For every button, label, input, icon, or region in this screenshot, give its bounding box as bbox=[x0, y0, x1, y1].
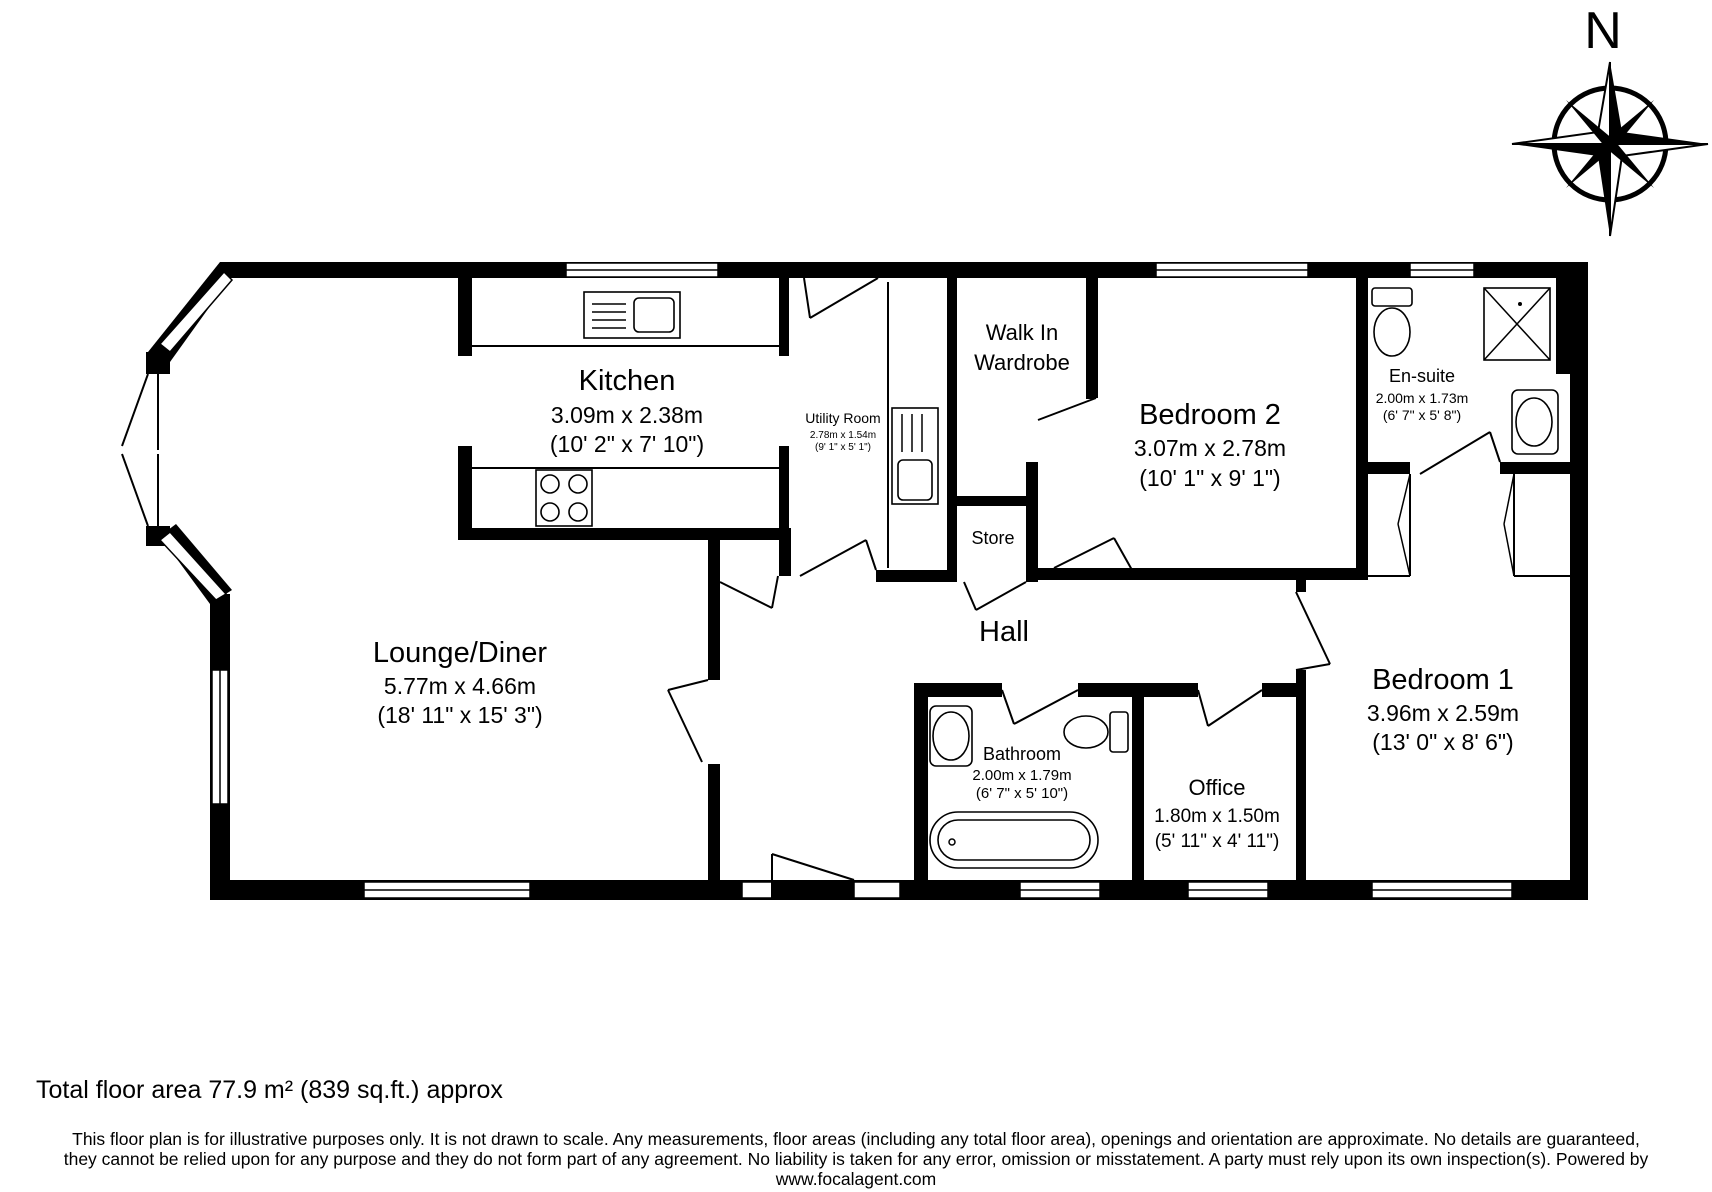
ensuite-toilet-icon bbox=[1371, 287, 1413, 357]
bathroom-name: Bathroom bbox=[983, 744, 1061, 764]
bedroom1-label: Bedroom 1 3.96m x 2.59m (13' 0" x 8' 6") bbox=[1367, 664, 1519, 755]
bathroom-basin-icon bbox=[929, 705, 973, 767]
disclaimer-line-1: This floor plan is for illustrative purp… bbox=[72, 1129, 1640, 1149]
utility-metric: 2.78m x 1.54m bbox=[810, 430, 876, 441]
compass-north-label: N bbox=[1584, 2, 1622, 60]
kitchen-imperial: (10' 2" x 7' 10") bbox=[550, 431, 704, 457]
bedroom2-label: Bedroom 2 3.07m x 2.78m (10' 1" x 9' 1") bbox=[1134, 399, 1286, 491]
lounge-metric: 5.77m x 4.66m bbox=[384, 673, 536, 699]
utility-imperial: (9' 1" x 5' 1") bbox=[815, 442, 871, 453]
utility-label: Utility Room 2.78m x 1.54m (9' 1" x 5' 1… bbox=[805, 410, 880, 453]
kitchen-sink-icon bbox=[583, 291, 681, 339]
bedroom1-name: Bedroom 1 bbox=[1372, 664, 1514, 696]
bedroom1-imperial: (13' 0" x 8' 6") bbox=[1372, 729, 1513, 755]
office-metric: 1.80m x 1.50m bbox=[1154, 806, 1280, 827]
doors bbox=[667, 277, 1570, 899]
walkin-line1: Walk In bbox=[986, 320, 1059, 345]
disclaimer-line-3: www.focalagent.com bbox=[775, 1169, 937, 1189]
kitchen-name: Kitchen bbox=[579, 365, 676, 397]
hob-icon bbox=[535, 469, 593, 527]
bathroom-metric: 2.00m x 1.79m bbox=[972, 767, 1071, 784]
total-floor-area: Total floor area 77.9 m² (839 sq.ft.) ap… bbox=[36, 1076, 503, 1104]
bathroom-label: Bathroom 2.00m x 1.79m (6' 7" x 5' 10") bbox=[972, 744, 1071, 802]
bedroom2-metric: 3.07m x 2.78m bbox=[1134, 435, 1286, 461]
walkin-wardrobe-label: Walk In Wardrobe bbox=[974, 320, 1070, 375]
ensuite-shower-icon bbox=[1483, 287, 1551, 361]
office-imperial: (5' 11" x 4' 11") bbox=[1155, 831, 1280, 852]
kitchen-metric: 3.09m x 2.38m bbox=[551, 402, 703, 428]
room-labels: Kitchen 3.09m x 2.38m (10' 2" x 7' 10") … bbox=[373, 320, 1519, 852]
bedroom2-imperial: (10' 1" x 9' 1") bbox=[1139, 465, 1280, 491]
bathroom-toilet-icon bbox=[1063, 711, 1129, 753]
lounge-imperial: (18' 11" x 15' 3") bbox=[377, 702, 542, 728]
walls bbox=[146, 262, 1588, 900]
disclaimer-line-2: they cannot be relied upon for any purpo… bbox=[63, 1149, 1649, 1169]
kitchen-label: Kitchen 3.09m x 2.38m (10' 2" x 7' 10") bbox=[550, 365, 704, 457]
disclaimer: This floor plan is for illustrative purp… bbox=[6, 1129, 1706, 1189]
ensuite-label: En-suite 2.00m x 1.73m (6' 7" x 5' 8") bbox=[1376, 366, 1469, 423]
hall-label: Hall bbox=[979, 616, 1029, 648]
ensuite-metric: 2.00m x 1.73m bbox=[1376, 390, 1469, 406]
office-label: Office 1.80m x 1.50m (5' 11" x 4' 11") bbox=[1154, 775, 1280, 852]
compass-rose: N bbox=[1511, 2, 1709, 237]
ensuite-basin-icon bbox=[1511, 389, 1559, 455]
bathroom-imperial: (6' 7" x 5' 10") bbox=[976, 785, 1068, 802]
lounge-diner-label: Lounge/Diner 5.77m x 4.66m (18' 11" x 15… bbox=[373, 637, 547, 728]
walkin-line2: Wardrobe bbox=[974, 350, 1070, 375]
bath-icon bbox=[929, 811, 1099, 869]
utility-name: Utility Room bbox=[805, 410, 880, 426]
ensuite-imperial: (6' 7" x 5' 8") bbox=[1383, 407, 1461, 423]
lounge-name: Lounge/Diner bbox=[373, 637, 547, 669]
office-name: Office bbox=[1188, 775, 1245, 800]
store-label: Store bbox=[971, 528, 1014, 548]
utility-sink-icon bbox=[891, 407, 939, 505]
fixtures bbox=[472, 282, 1559, 869]
bedroom2-name: Bedroom 2 bbox=[1139, 399, 1281, 431]
bedroom1-metric: 3.96m x 2.59m bbox=[1367, 700, 1519, 726]
windows bbox=[121, 262, 1513, 899]
ensuite-name: En-suite bbox=[1389, 366, 1455, 386]
